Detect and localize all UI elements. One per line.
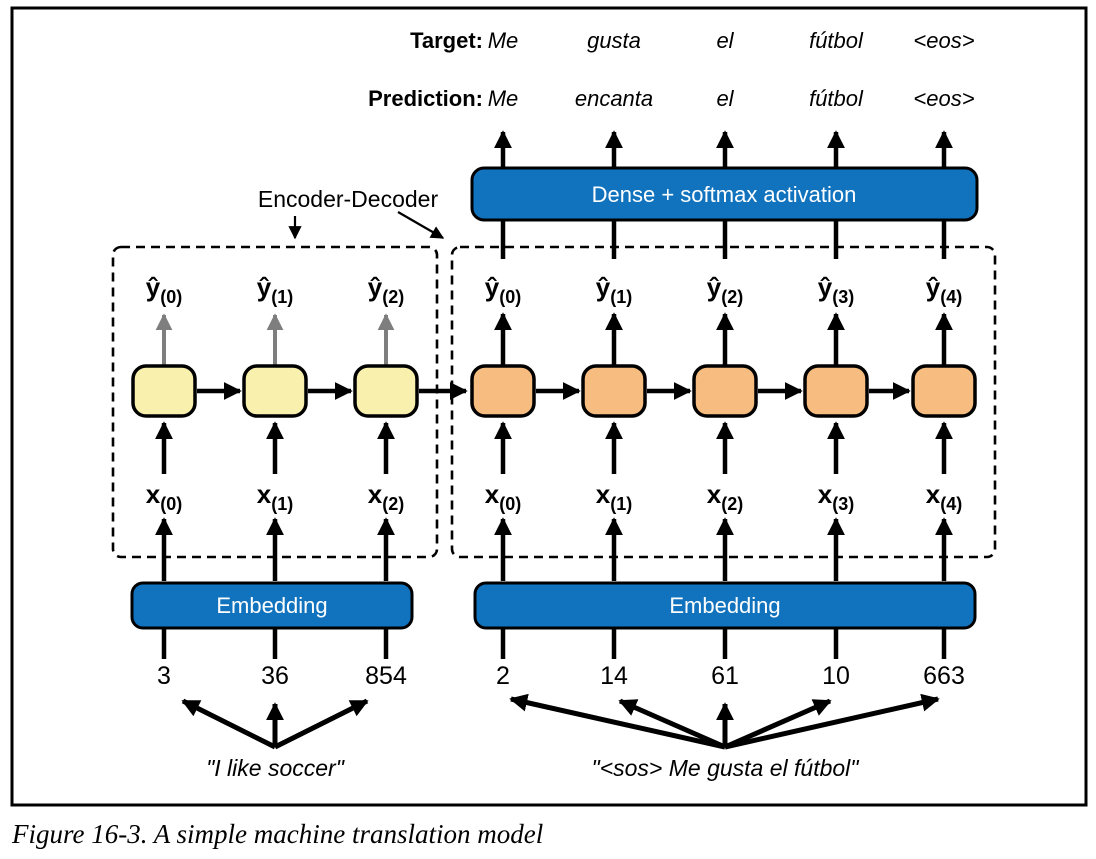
decoder-cell-1 [581, 364, 647, 418]
encoder-cell-1 [242, 364, 308, 418]
encoder-yhat-label-0: ŷ(0) [146, 272, 182, 307]
decoder-x-label-4: x(4) [926, 479, 962, 514]
prediction-word-0: Me [488, 86, 519, 111]
annotation-arrow-decoder [397, 211, 445, 239]
decoder-x-label-1: x(1) [596, 479, 632, 514]
encoder-embedding-bar [130, 581, 414, 630]
decoder-x-label-3: x(3) [818, 479, 854, 514]
decoder-yhat-label-2: ŷ(2) [707, 272, 743, 307]
decoder-cell-2 [692, 364, 758, 418]
target-word-2: el [716, 28, 734, 53]
encoder-x-label-2: x(2) [368, 479, 404, 514]
sentence-fan-arrow [723, 698, 832, 750]
prediction-word-4: <eos> [913, 86, 974, 111]
encoder-yhat-label-2: ŷ(2) [368, 272, 404, 307]
dense-softmax-label: Dense + softmax activation [592, 182, 857, 207]
decoder-cell-4 [911, 364, 977, 418]
encoder-token-id-1: 36 [261, 662, 289, 690]
encoder-cell-0 [131, 364, 197, 418]
encoder-cell-2 [353, 364, 419, 418]
encoder-embedding-label: Embedding [216, 593, 327, 618]
target-word-3: fútbol [809, 28, 864, 53]
target-word-1: gusta [587, 28, 641, 53]
target-word-0: Me [488, 28, 519, 53]
encoder-yhat-label-1: ŷ(1) [257, 272, 293, 307]
decoder-yhat-label-3: ŷ(3) [818, 272, 854, 307]
decoder-dashed-box [450, 245, 997, 559]
decoder-yhat-label-4: ŷ(4) [926, 272, 962, 307]
prediction-word-2: el [716, 86, 734, 111]
encoder-sentence: "I like soccer" [206, 755, 346, 781]
sentence-fan-arrow [724, 693, 940, 750]
prediction-word-3: fútbol [809, 86, 864, 111]
decoder-token-id-2: 61 [711, 662, 739, 690]
prediction-word-1: encanta [575, 86, 653, 111]
target-word-4: <eos> [913, 28, 974, 53]
decoder-x-label-2: x(2) [707, 479, 743, 514]
encoder-x-label-1: x(1) [257, 479, 293, 514]
decoder-token-id-4: 663 [923, 662, 965, 690]
sentence-fan-arrow [273, 698, 369, 750]
prediction-label: Prediction: [368, 86, 483, 111]
decoder-yhat-label-0: ŷ(0) [485, 272, 521, 307]
sentence-fan-arrow [509, 693, 726, 750]
figure-caption: Figure 16-3. A simple machine translatio… [11, 819, 543, 849]
sentence-fan-arrow [618, 698, 727, 750]
decoder-yhat-label-1: ŷ(1) [596, 272, 632, 307]
decoder-token-id-1: 14 [600, 662, 628, 690]
decoder-token-id-3: 10 [822, 662, 850, 690]
target-label: Target: [410, 28, 483, 53]
decoder-cell-3 [803, 364, 869, 418]
decoder-cell-0 [470, 364, 536, 418]
encoder-decoder-label: Encoder-Decoder [258, 186, 439, 212]
encoder-token-id-0: 3 [157, 662, 171, 690]
encoder-token-id-2: 854 [365, 662, 407, 690]
decoder-sentence: "<sos> Me gusta el fútbol" [592, 755, 861, 781]
sentence-fan-arrow [181, 698, 277, 750]
decoder-embedding-label: Embedding [669, 593, 780, 618]
encoder-x-label-0: x(0) [146, 479, 182, 514]
decoder-x-label-0: x(0) [485, 479, 521, 514]
decoder-token-id-0: 2 [496, 662, 510, 690]
